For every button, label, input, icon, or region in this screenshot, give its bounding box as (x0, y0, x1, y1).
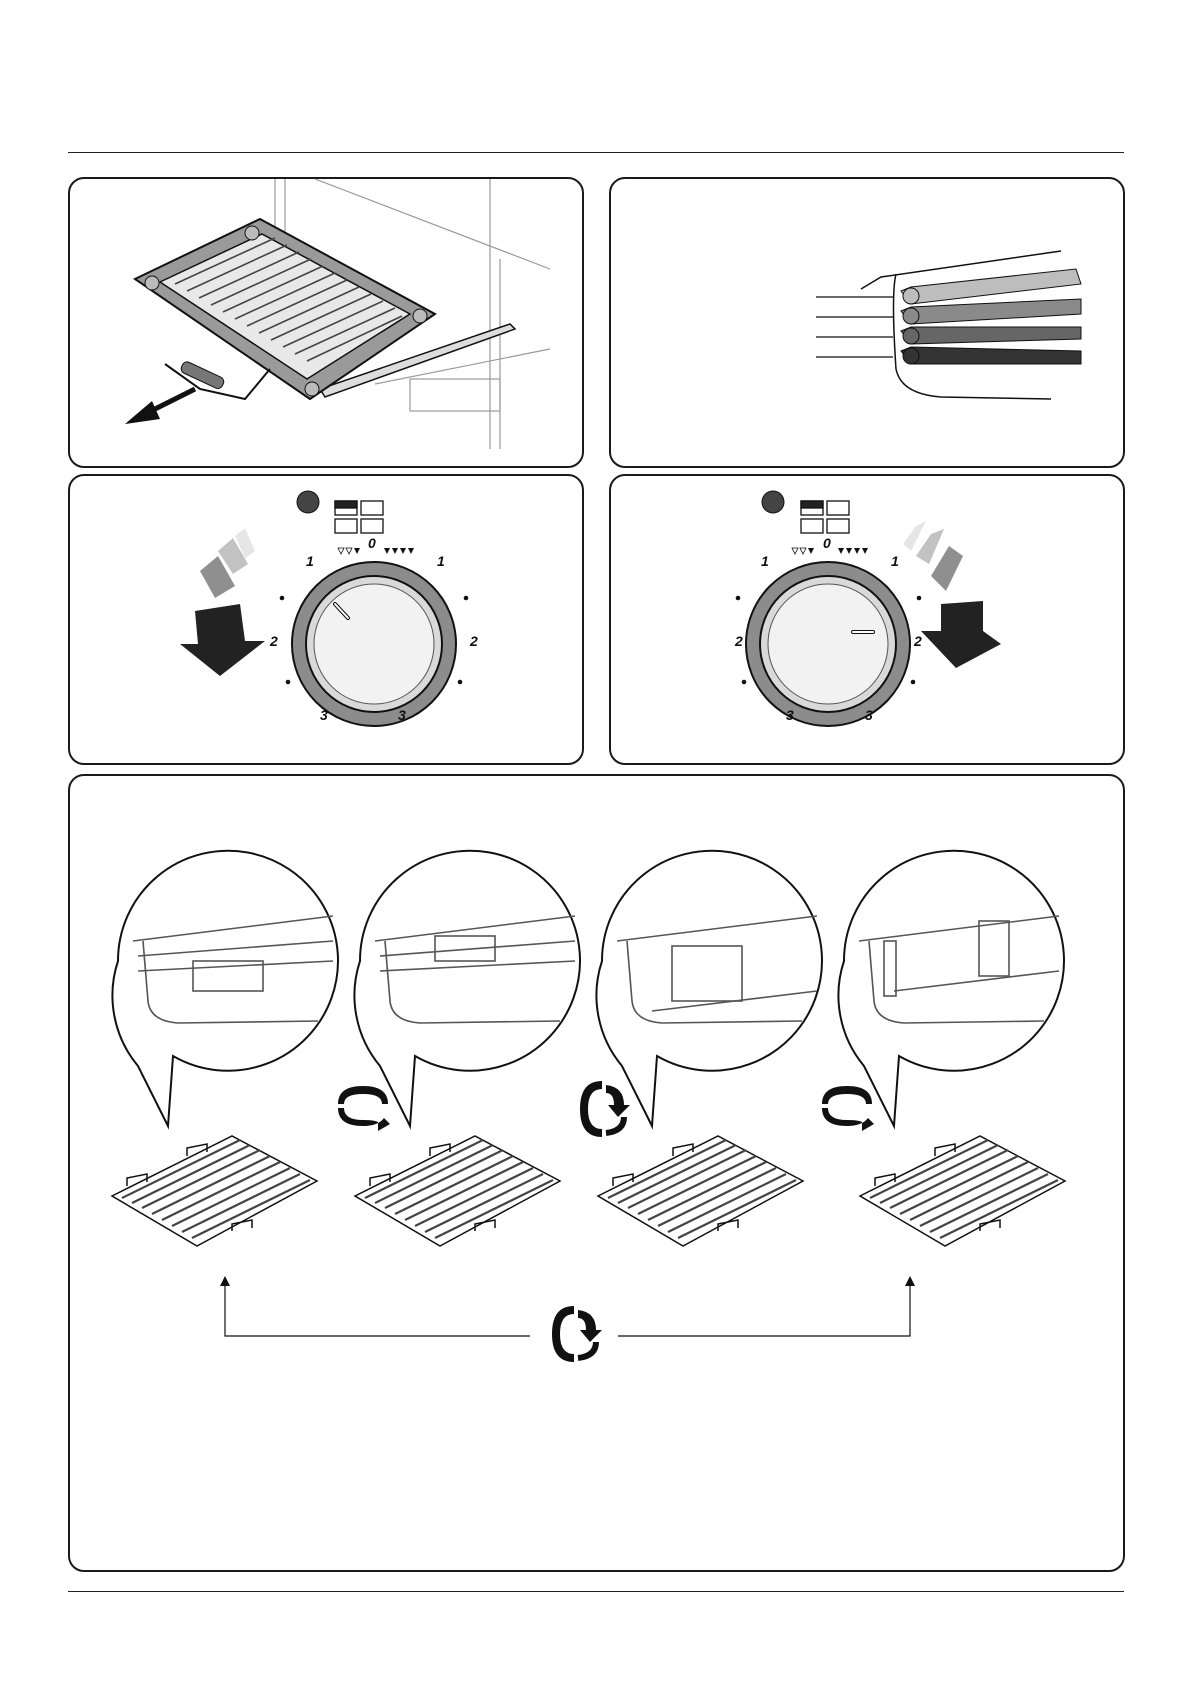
shelf-positions-panel (609, 177, 1125, 468)
pull-out-arrow-icon (125, 389, 195, 424)
grill-pan-panel (68, 177, 584, 468)
grid-sequence-panel (68, 774, 1125, 1572)
dial-label: 3 (398, 707, 406, 723)
rotate-horizontal-icon (822, 1086, 874, 1131)
dial-label: 1 (437, 553, 445, 569)
left-control-knob[interactable] (292, 562, 456, 726)
dial-label: 2 (913, 633, 922, 649)
grid-step-1 (112, 1136, 317, 1246)
step-3-detail-bubble (596, 851, 822, 1126)
shelf-runner-illustration (611, 179, 1123, 466)
grill-pan-illustration (70, 179, 582, 466)
dial-label: 3 (320, 707, 328, 723)
grill-symbol-icon (801, 501, 849, 533)
grill-symbol-icon (335, 501, 383, 533)
dial-label: 1 (761, 553, 769, 569)
step-4-detail-bubble (838, 851, 1064, 1126)
right-control-knob[interactable] (746, 562, 910, 726)
dial-label: 1 (306, 553, 314, 569)
dial-label: 1 (891, 553, 899, 569)
grid-step-3 (598, 1136, 803, 1246)
rotate-horizontal-icon (338, 1086, 390, 1131)
dial-label: 3 (865, 707, 873, 723)
right-dial-panel: 0 1 1 2 2 3 3 (609, 474, 1125, 765)
step-1-detail-bubble (112, 851, 338, 1126)
dial-label: 2 (734, 633, 743, 649)
dial-label-zero: 0 (823, 535, 831, 551)
dial-label: 2 (469, 633, 478, 649)
dial-label-zero: 0 (368, 535, 376, 551)
top-rule (68, 152, 1124, 153)
rotate-vertical-icon (580, 1081, 630, 1137)
indicator-lamp-icon (297, 491, 319, 513)
grid-step-2 (355, 1136, 560, 1246)
grid-step-4 (860, 1136, 1065, 1246)
left-dial-panel: 0 1 1 2 2 3 3 (68, 474, 584, 765)
indicator-lamp-icon (762, 491, 784, 513)
dial-label: 2 (269, 633, 278, 649)
bottom-rule (68, 1591, 1124, 1592)
step-2-detail-bubble (354, 851, 580, 1126)
rotate-vertical-icon (552, 1306, 602, 1362)
turn-anticlockwise-arrow-icon (180, 528, 265, 676)
dial-label: 3 (786, 707, 794, 723)
runner-levels (816, 269, 1081, 364)
